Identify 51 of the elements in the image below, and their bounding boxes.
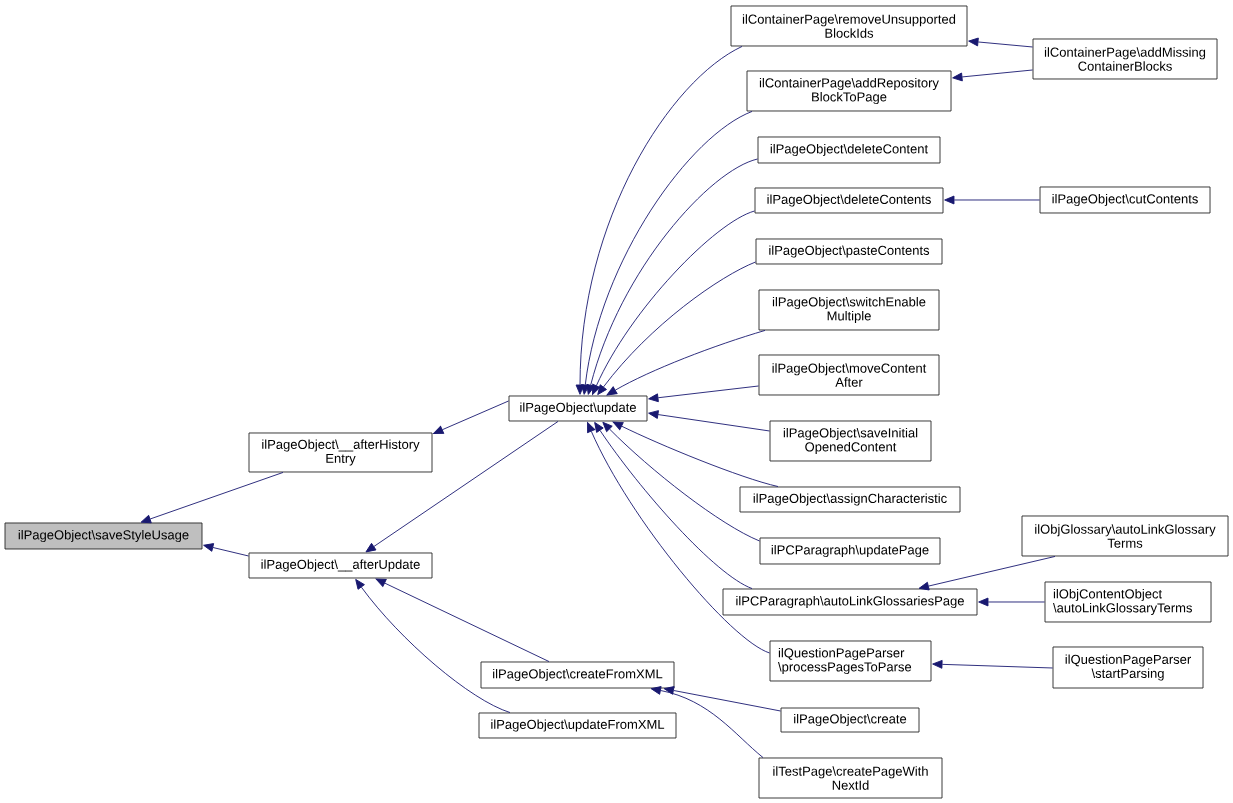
arrow bbox=[433, 400, 509, 434]
function-box: ilPageObject\__afterUpdate bbox=[248, 552, 433, 579]
function-box: ilPageObject\saveInitial OpenedContent bbox=[769, 420, 932, 462]
arrow bbox=[952, 69, 1033, 82]
function-box: ilPageObject\update bbox=[508, 395, 648, 422]
function-box: ilPageObject\switchEnable Multiple bbox=[758, 289, 940, 331]
function-box: ilQuestionPageParser \processPagesToParse bbox=[769, 640, 932, 682]
function-box: ilPageObject\moveContent After bbox=[758, 354, 940, 396]
arrow bbox=[592, 210, 755, 395]
function-box: ilContainerPage\addRepository BlockToPage bbox=[746, 70, 952, 112]
arrow bbox=[918, 556, 1056, 591]
function-box: ilPageObject\saveStyleUsage bbox=[4, 522, 203, 550]
arrow bbox=[580, 111, 753, 395]
function-box: ilPageObject\pasteContents bbox=[755, 238, 943, 265]
arrow bbox=[587, 422, 770, 654]
function-box: ilPageObject\deleteContents bbox=[754, 187, 944, 214]
arrow bbox=[203, 543, 249, 557]
arrow bbox=[606, 330, 766, 396]
function-box: ilQuestionPageParser \startParsing bbox=[1052, 646, 1204, 689]
function-box: ilContainerPage\removeUnsupported BlockIds bbox=[730, 5, 968, 47]
arrow bbox=[140, 472, 284, 524]
function-box: ilObjGlossary\autoLinkGlossary Terms bbox=[1021, 515, 1229, 557]
function-box: ilPageObject\assignCharacteristic bbox=[739, 486, 961, 513]
function-box: ilPCParagraph\updatePage bbox=[759, 537, 941, 565]
arrow bbox=[586, 158, 758, 395]
arrow bbox=[648, 385, 759, 403]
function-box: ilPageObject\__afterHistory Entry bbox=[248, 432, 433, 473]
arrow bbox=[575, 46, 743, 395]
arrow bbox=[365, 421, 559, 553]
arrow bbox=[648, 410, 770, 432]
arrow bbox=[650, 686, 764, 758]
function-box: ilPageObject\cutContents bbox=[1039, 186, 1211, 214]
function-box: ilContainerPage\addMissing ContainerBlocks bbox=[1032, 38, 1218, 80]
arrow bbox=[375, 578, 550, 662]
function-box: ilPageObject\updateFromXML bbox=[478, 712, 677, 739]
arrow bbox=[968, 37, 1033, 48]
arrow bbox=[602, 421, 760, 542]
arrow bbox=[594, 422, 753, 589]
arrow bbox=[597, 261, 756, 396]
function-box: ilPageObject\create bbox=[780, 707, 920, 733]
function-box: ilPageObject\createFromXML bbox=[480, 661, 675, 689]
arrow bbox=[944, 195, 1040, 205]
function-box: ilPCParagraph\autoLinkGlossariesPage bbox=[722, 588, 978, 616]
arrow bbox=[612, 421, 779, 487]
function-box: ilObjContentObject \autoLinkGlossaryTerms bbox=[1044, 581, 1212, 623]
function-box: ilPageObject\deleteContent bbox=[757, 136, 941, 164]
arrow bbox=[978, 597, 1045, 607]
function-box: ilTestPage\createPageWith NextId bbox=[758, 757, 943, 799]
arrow bbox=[932, 659, 1053, 669]
arrow bbox=[355, 578, 511, 713]
arrow bbox=[663, 686, 781, 712]
